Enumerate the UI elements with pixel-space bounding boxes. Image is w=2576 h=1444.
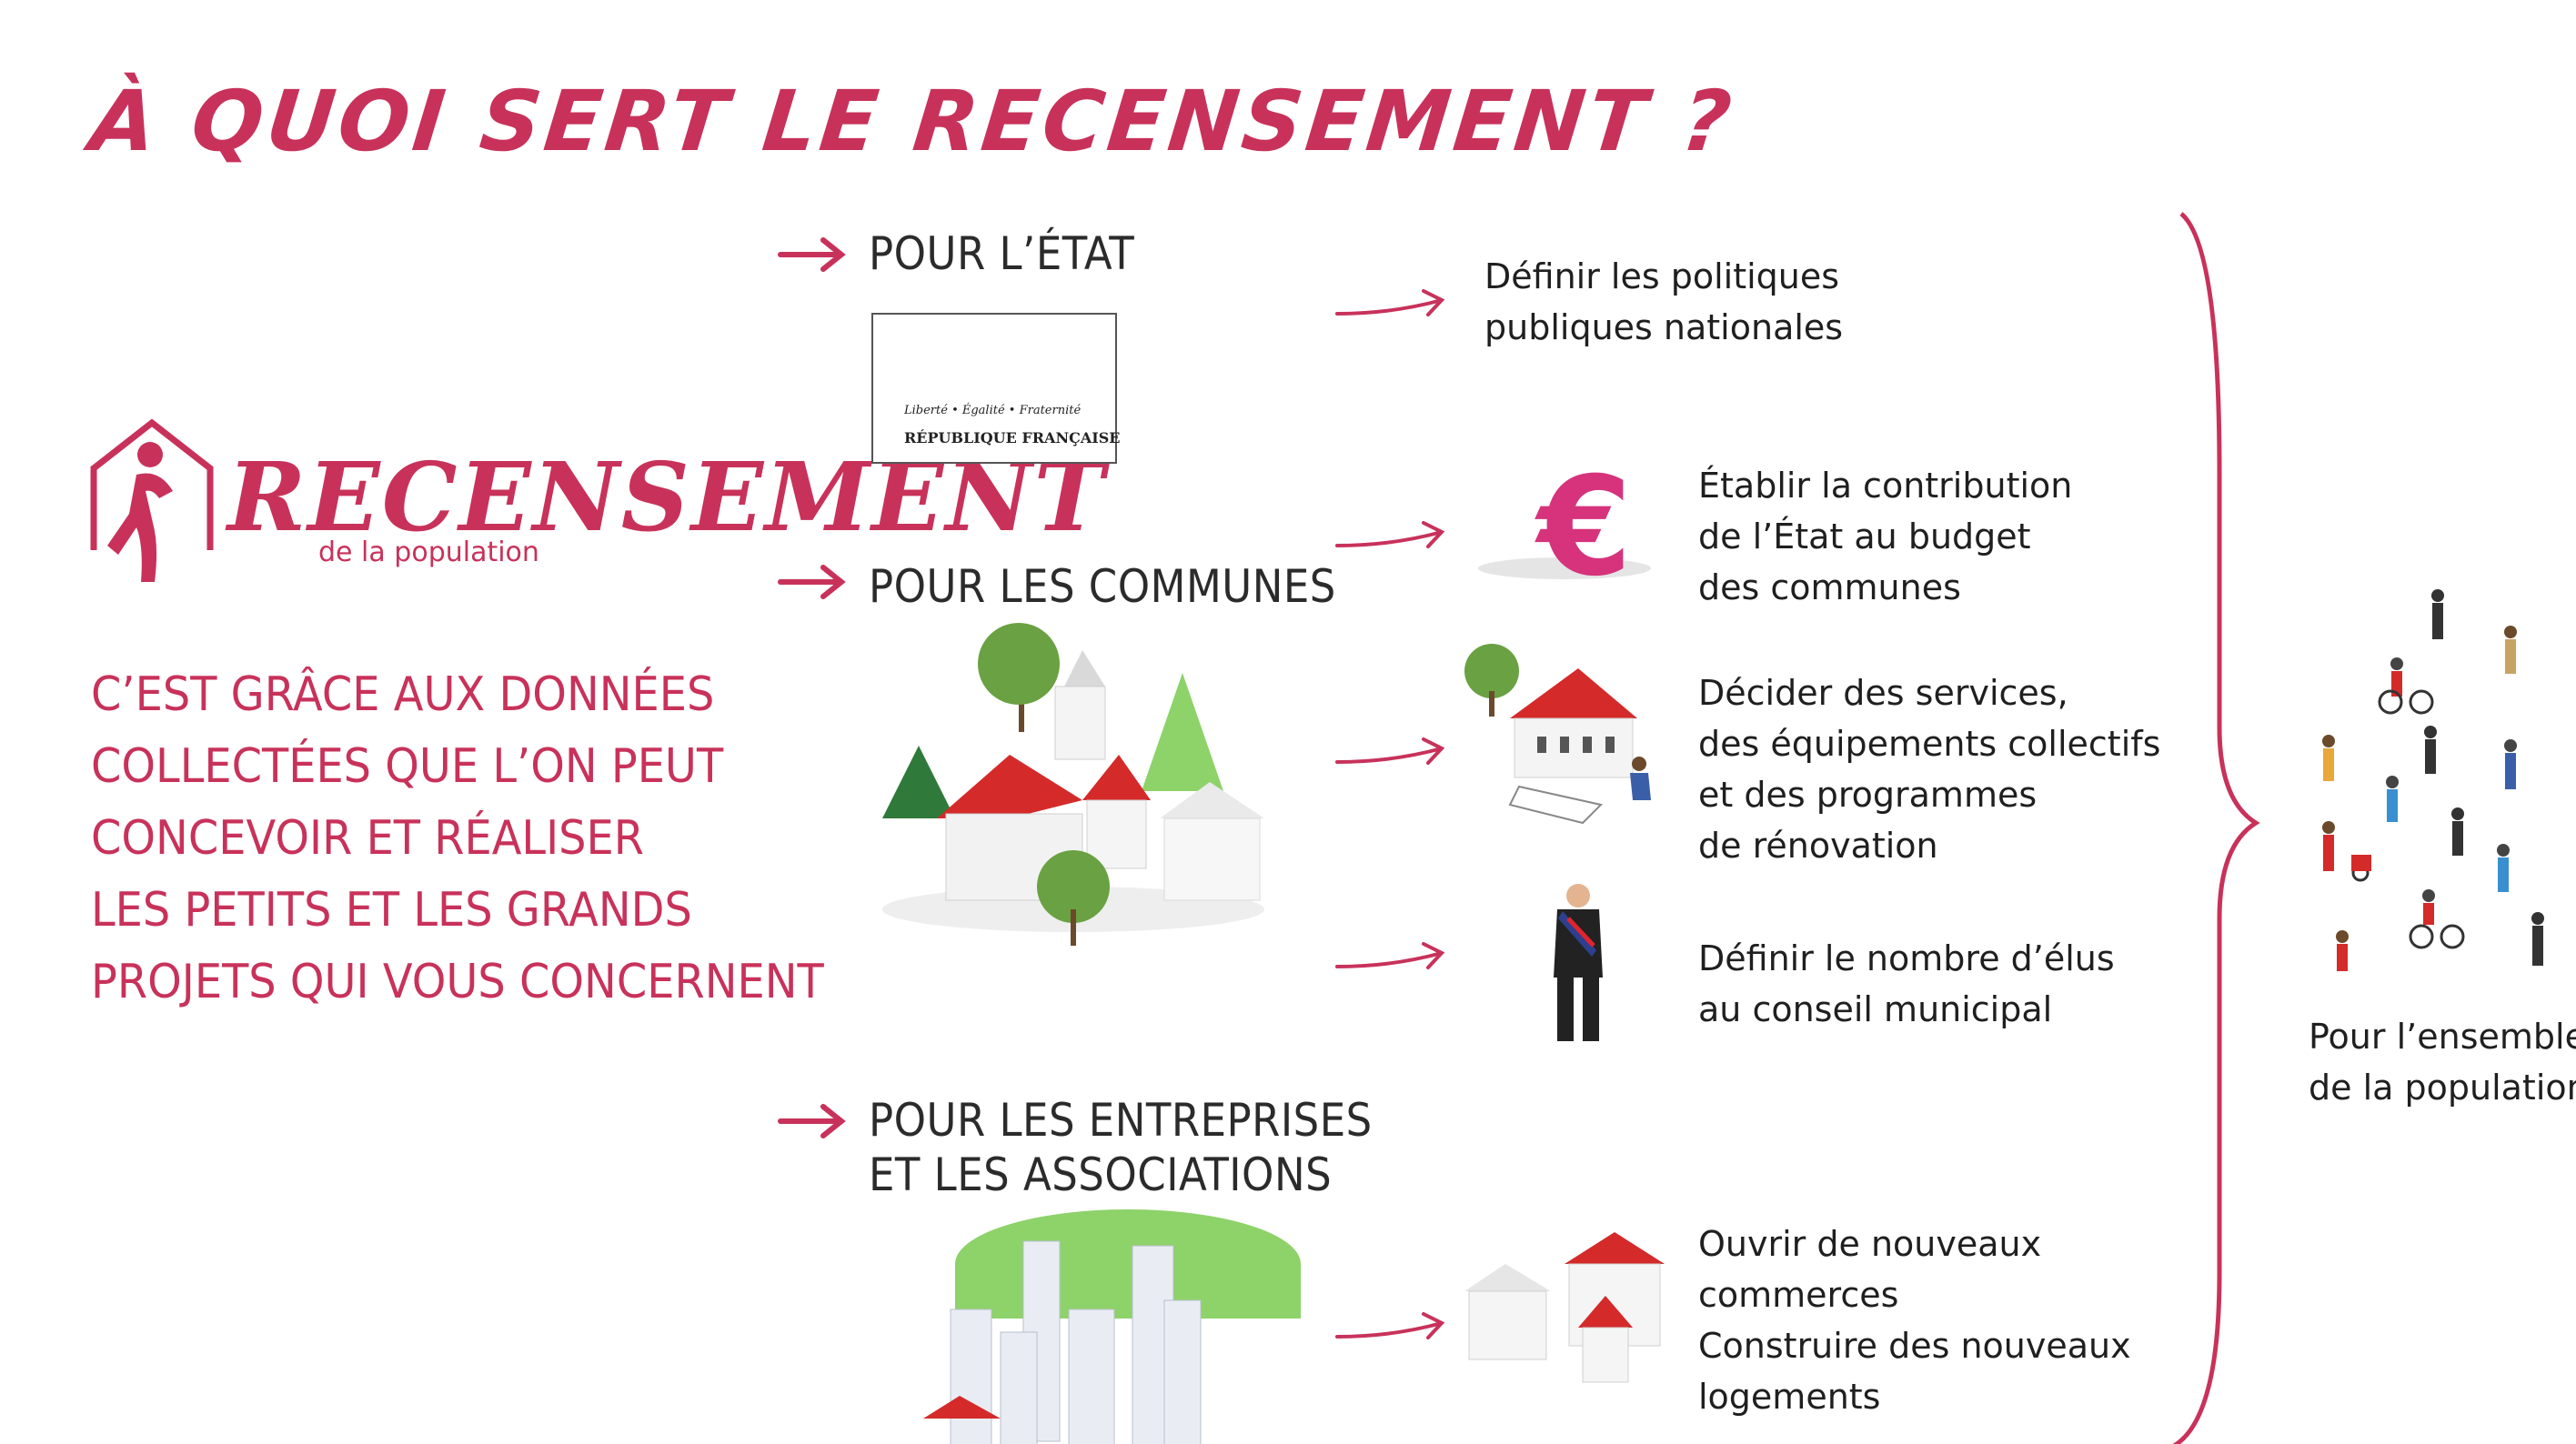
brace-line bbox=[2172, 212, 2260, 1444]
use-line: des communes bbox=[1698, 567, 1961, 607]
republique-name: RÉPUBLIQUE FRANÇAISE bbox=[904, 429, 1121, 446]
use-line: de rénovation bbox=[1698, 826, 1938, 866]
section-etat-label: POUR L’ÉTAT bbox=[869, 227, 1135, 280]
curved-arrow-icon bbox=[1335, 289, 1445, 1339]
republique-motto: Liberté • Égalité • Fraternité bbox=[904, 404, 1082, 417]
use-line: et des programmes bbox=[1698, 775, 2038, 815]
intro-line: COLLECTÉES QUE L’ON PEUT bbox=[91, 739, 724, 794]
city-illustration bbox=[923, 1209, 1301, 1444]
intro-line: C’EST GRÂCE AUX DONNÉES bbox=[91, 667, 715, 722]
use-line: logements bbox=[1698, 1377, 1881, 1417]
section-entreprises-line: POUR LES ENTREPRISES bbox=[869, 1094, 1373, 1147]
use-politiques: Définir les politiques publiques nationa… bbox=[1484, 251, 1843, 353]
houses-illustration bbox=[1464, 1232, 1665, 1383]
mayor-figure-icon bbox=[1554, 884, 1603, 1041]
crowd-illustration bbox=[2322, 589, 2544, 971]
use-commerces: Ouvrir de nouveaux commerces Construire … bbox=[1698, 1218, 2131, 1422]
use-line: Définir les politiques bbox=[1484, 256, 1840, 296]
intro-line: CONCEVOIR ET RÉALISER bbox=[91, 811, 645, 866]
use-line: au conseil municipal bbox=[1698, 989, 2053, 1029]
use-line: Établir la contribution bbox=[1698, 466, 2073, 506]
section-communes-label: POUR LES COMMUNES bbox=[869, 560, 1336, 613]
use-line: publiques nationales bbox=[1484, 307, 1844, 347]
school-illustration bbox=[1464, 644, 1651, 825]
use-elus: Définir le nombre d’élus au conseil muni… bbox=[1698, 933, 2115, 1035]
use-line: commerces bbox=[1698, 1275, 1899, 1315]
population-line: de la population bbox=[2309, 1068, 2576, 1108]
runner-figure-icon bbox=[107, 442, 173, 582]
arrow-icon bbox=[778, 237, 846, 1138]
population-label: Pour l’ensemble de la population bbox=[2309, 1011, 2576, 1113]
use-services: Décider des services, des équipements co… bbox=[1698, 667, 2160, 871]
use-line: Définir le nombre d’élus bbox=[1698, 938, 2115, 978]
section-entreprises-label: POUR LES ENTREPRISES ET LES ASSOCIATIONS bbox=[869, 1093, 1373, 1202]
republique-francaise-logo: Liberté • Égalité • Fraternité RÉPUBLIQU… bbox=[871, 313, 1121, 464]
use-line: Ouvrir de nouveaux bbox=[1698, 1224, 2042, 1264]
use-line: Décider des services, bbox=[1698, 673, 2068, 713]
use-line: de l’État au budget bbox=[1698, 516, 2031, 557]
page-title: À QUOI SERT LE RECENSEMENT ? bbox=[86, 73, 1740, 170]
intro-line: LES PETITS ET LES GRANDS bbox=[91, 883, 692, 938]
use-budget: Établir la contribution de l’État au bud… bbox=[1698, 460, 2072, 613]
intro-line: PROJETS QUI VOUS CONCERNENT bbox=[91, 955, 824, 1009]
logo-subtitle: de la population bbox=[318, 536, 539, 568]
use-line: Construire des nouveaux bbox=[1698, 1326, 2131, 1366]
population-line: Pour l’ensemble bbox=[2309, 1017, 2576, 1057]
house-runner-icon bbox=[90, 418, 214, 550]
village-illustration bbox=[882, 623, 1264, 946]
euro-shadow bbox=[1478, 557, 1651, 579]
use-line: des équipements collectifs bbox=[1698, 724, 2161, 764]
intro-text: C’EST GRÂCE AUX DONNÉES COLLECTÉES QUE L… bbox=[91, 659, 824, 1018]
euro-icon: € bbox=[1537, 448, 1633, 607]
section-entreprises-line: ET LES ASSOCIATIONS bbox=[869, 1148, 1333, 1201]
